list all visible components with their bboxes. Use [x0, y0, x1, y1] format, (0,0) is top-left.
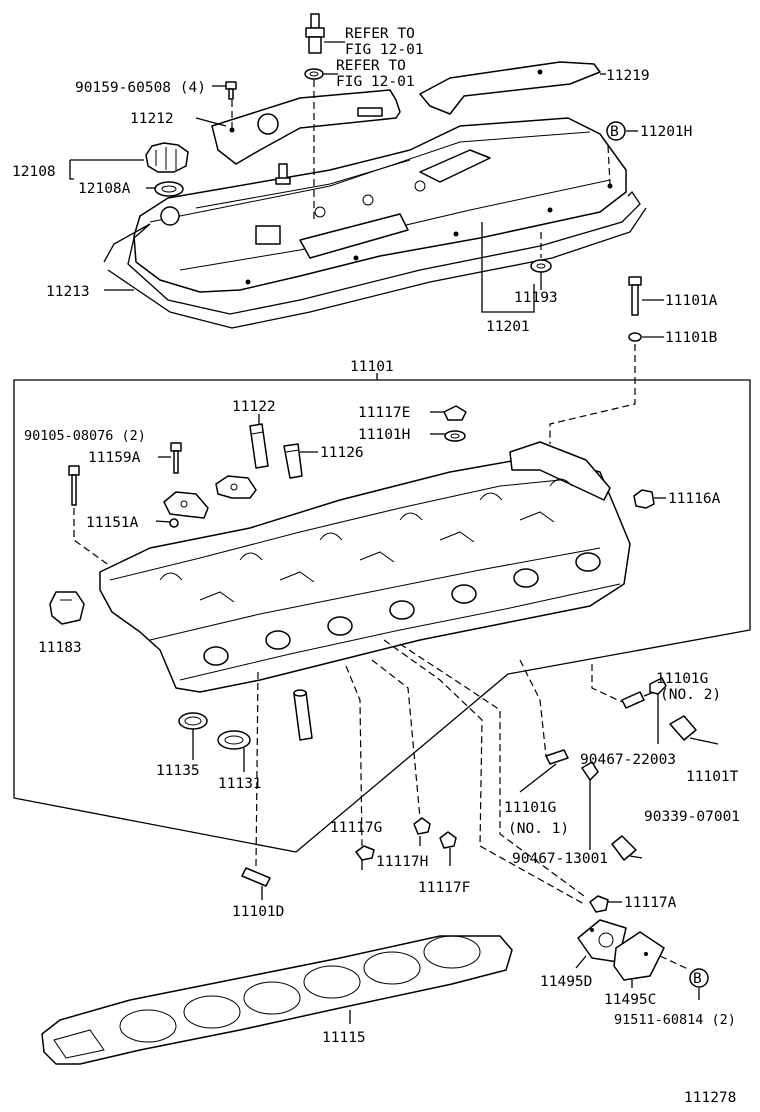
label-11201H: 11201H — [640, 124, 692, 140]
label-11201: 11201 — [486, 319, 530, 335]
label-90105-08076: 90105-08076 (2) — [24, 428, 146, 444]
bolt-11159A — [170, 442, 182, 474]
ornament-cover-11212 — [211, 89, 401, 165]
cap-90339 — [611, 835, 637, 861]
cylinder-head — [99, 441, 631, 693]
plug-11117E — [443, 405, 467, 421]
label-11101: 11101 — [350, 359, 394, 375]
label-90339-07001: 90339-07001 — [644, 809, 740, 825]
plug-11117F — [439, 831, 457, 849]
plug-tube-part — [304, 13, 345, 80]
label-11101G-no2: 11101G — [656, 671, 708, 687]
cylinder-head-cover-gasket — [103, 190, 647, 329]
label-11495C: 11495C — [604, 992, 656, 1008]
label-90467-13001: 90467-13001 — [512, 851, 608, 867]
reference-b-circle-bottom — [689, 968, 709, 988]
label-91511-60814: 91511-60814 (2) — [614, 1012, 736, 1028]
label-11135: 11135 — [156, 763, 200, 779]
assembly-frame-11101 — [13, 379, 751, 853]
plug-11151A — [169, 518, 179, 528]
label-refer-to-2: REFER TO — [336, 58, 406, 74]
pcv-fitting — [275, 163, 291, 185]
oil-filler-cap — [145, 142, 189, 197]
label-11193: 11193 — [514, 290, 558, 306]
half-moon-plug-11183 — [49, 591, 85, 625]
plug-11117H — [413, 817, 431, 835]
label-11101G-no1-sub: (NO. 1) — [508, 821, 569, 837]
plug-11117G — [355, 845, 375, 861]
tube-center — [293, 689, 313, 741]
camshaft-bearing-caps — [163, 475, 257, 519]
label-11101G-no2-sub: (NO. 2) — [660, 687, 721, 703]
plug-11116A — [633, 489, 655, 509]
guide-11126 — [283, 443, 303, 479]
label-11117E: 11117E — [358, 405, 410, 421]
label-11213: 11213 — [46, 284, 90, 300]
stud-bolt-90105 — [68, 465, 80, 506]
cover-bolt-grommet-11193 — [530, 259, 552, 273]
union-11101G-no1 — [545, 749, 569, 765]
label-12108A: 12108A — [78, 181, 131, 197]
label-ref-b-top: B — [610, 124, 619, 140]
label-11116A: 11116A — [668, 491, 721, 507]
label-11101G-no1: 11101G — [504, 800, 556, 816]
washer-11101H — [444, 430, 466, 442]
label-11117H: 11117H — [376, 854, 428, 870]
plug-11117A — [589, 895, 609, 913]
label-11131: 11131 — [218, 776, 262, 792]
label-11183: 11183 — [38, 640, 82, 656]
seal-11135 — [178, 712, 208, 730]
label-refer-to-1: REFER TO — [345, 26, 415, 42]
label-11151A: 11151A — [86, 515, 139, 531]
label-90467-22003: 90467-22003 — [580, 752, 676, 768]
label-90159-60508: 90159-60508 (4) — [75, 80, 206, 96]
label-11101H: 11101H — [358, 427, 410, 443]
cover-plate-11495C — [613, 931, 665, 981]
label-11159A: 11159A — [88, 450, 141, 466]
label-11101A: 11101A — [665, 293, 718, 309]
label-11212: 11212 — [130, 111, 174, 127]
seal-11131 — [217, 730, 251, 750]
label-11117A: 11117A — [624, 895, 677, 911]
ornament-cover-11219 — [419, 61, 601, 115]
spark-plug-tube-11122 — [249, 423, 269, 469]
stud-11101D — [241, 867, 271, 887]
head-gasket — [41, 935, 513, 1065]
label-11122: 11122 — [232, 399, 276, 415]
label-11495D: 11495D — [540, 974, 592, 990]
label-11126: 11126 — [320, 445, 364, 461]
label-refer-to-1b: FIG 12-01 — [345, 42, 424, 58]
reference-b-circle-top — [606, 121, 626, 141]
bolt-11101A — [628, 276, 642, 342]
clamp-90467-13001 — [581, 761, 599, 781]
label-11117G: 11117G — [330, 820, 382, 836]
cylinder-head-cover — [133, 117, 627, 293]
label-12108: 12108 — [12, 164, 56, 180]
label-11101B: 11101B — [665, 330, 718, 346]
bolt-90159 — [225, 81, 237, 100]
label-refer-to-2b: FIG 12-01 — [336, 74, 415, 90]
clamp-90467-22003 — [649, 677, 667, 695]
cap-11101T — [669, 715, 697, 741]
diagram-id: 111278 — [684, 1090, 736, 1106]
label-11117F: 11117F — [418, 880, 470, 896]
label-11101T: 11101T — [686, 769, 739, 785]
label-11219: 11219 — [606, 68, 650, 84]
union-11101G-no2 — [621, 691, 645, 709]
label-ref-b-bottom: B — [693, 971, 702, 987]
label-11115: 11115 — [322, 1030, 366, 1046]
label-11101D: 11101D — [232, 904, 284, 920]
